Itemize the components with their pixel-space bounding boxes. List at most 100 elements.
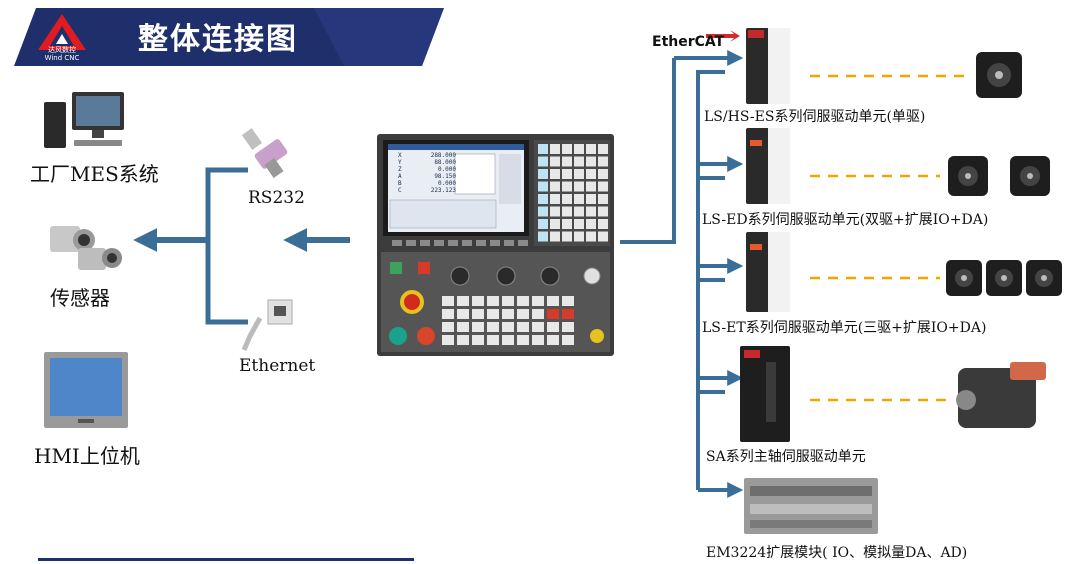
operator-key[interactable] bbox=[457, 335, 469, 345]
label-unit-em3224: EM3224扩展模块( IO、模拟量DA、AD) bbox=[706, 545, 968, 561]
keypad-key[interactable] bbox=[538, 169, 548, 179]
operator-key[interactable] bbox=[547, 322, 559, 332]
operator-key[interactable] bbox=[532, 322, 544, 332]
operator-key[interactable] bbox=[457, 309, 469, 319]
keypad-key[interactable] bbox=[550, 194, 560, 204]
keypad-key[interactable] bbox=[586, 181, 596, 192]
keypad-key[interactable] bbox=[562, 156, 572, 167]
operator-key[interactable] bbox=[487, 309, 499, 319]
operator-key[interactable] bbox=[547, 309, 559, 319]
logo-icon bbox=[38, 14, 86, 50]
keypad-key[interactable] bbox=[550, 219, 560, 229]
operator-key[interactable] bbox=[562, 296, 574, 306]
keypad bbox=[538, 144, 608, 242]
keypad-key[interactable] bbox=[562, 144, 572, 154]
operator-key[interactable] bbox=[517, 296, 529, 306]
keypad-key[interactable] bbox=[550, 169, 560, 179]
operator-key[interactable] bbox=[502, 322, 514, 332]
keypad-key[interactable] bbox=[574, 181, 584, 192]
keypad-key[interactable] bbox=[562, 231, 572, 242]
keypad-key[interactable] bbox=[550, 156, 560, 167]
operator-key[interactable] bbox=[517, 309, 529, 319]
keypad-key[interactable] bbox=[538, 144, 548, 154]
computer-icon bbox=[44, 92, 124, 148]
keypad-key[interactable] bbox=[574, 219, 584, 229]
keypad-key[interactable] bbox=[598, 194, 608, 204]
keypad-key[interactable] bbox=[586, 156, 596, 167]
operator-key[interactable] bbox=[442, 309, 454, 319]
operator-key[interactable] bbox=[502, 335, 514, 345]
operator-key[interactable] bbox=[532, 335, 544, 345]
keypad-key[interactable] bbox=[586, 194, 596, 204]
keypad-key[interactable] bbox=[538, 206, 548, 217]
keypad-key[interactable] bbox=[574, 156, 584, 167]
keypad-key[interactable] bbox=[574, 144, 584, 154]
operator-key[interactable] bbox=[457, 296, 469, 306]
keypad-key[interactable] bbox=[598, 144, 608, 154]
operator-key[interactable] bbox=[547, 335, 559, 345]
keypad-key[interactable] bbox=[586, 231, 596, 242]
keypad-key[interactable] bbox=[598, 181, 608, 192]
operator-key[interactable] bbox=[532, 296, 544, 306]
drive-unit-ed bbox=[746, 128, 790, 204]
servo-motor-icon bbox=[986, 260, 1022, 296]
operator-key[interactable] bbox=[517, 335, 529, 345]
operator-key[interactable] bbox=[562, 322, 574, 332]
keypad-key[interactable] bbox=[586, 206, 596, 217]
keypad-key[interactable] bbox=[550, 181, 560, 192]
operator-key[interactable] bbox=[442, 322, 454, 332]
operator-key[interactable] bbox=[472, 309, 484, 319]
label-sensor: 传感器 bbox=[50, 286, 110, 310]
keypad-key[interactable] bbox=[586, 169, 596, 179]
keypad-key[interactable] bbox=[550, 144, 560, 154]
operator-key[interactable] bbox=[517, 322, 529, 332]
operator-key[interactable] bbox=[442, 335, 454, 345]
operator-key[interactable] bbox=[472, 322, 484, 332]
operator-key[interactable] bbox=[487, 335, 499, 345]
keypad-key[interactable] bbox=[538, 181, 548, 192]
keypad-key[interactable] bbox=[574, 231, 584, 242]
keypad-key[interactable] bbox=[550, 231, 560, 242]
keypad-key[interactable] bbox=[562, 219, 572, 229]
keypad-key[interactable] bbox=[598, 219, 608, 229]
operator-key[interactable] bbox=[562, 335, 574, 345]
keypad-key[interactable] bbox=[562, 181, 572, 192]
operator-key[interactable] bbox=[472, 296, 484, 306]
servo-motor-icon bbox=[948, 156, 988, 196]
keypad-key[interactable] bbox=[562, 206, 572, 217]
keypad-key[interactable] bbox=[574, 194, 584, 204]
cnc-axis-name: Y bbox=[398, 159, 402, 166]
keypad-key[interactable] bbox=[598, 169, 608, 179]
operator-key[interactable] bbox=[547, 296, 559, 306]
operator-key[interactable] bbox=[457, 322, 469, 332]
rs232-connector-icon bbox=[241, 128, 288, 178]
label-unit-es: LS/HS-ES系列伺服驱动单元(单驱) bbox=[704, 109, 926, 125]
keypad-key[interactable] bbox=[598, 156, 608, 167]
keypad-key[interactable] bbox=[586, 144, 596, 154]
keypad-key[interactable] bbox=[538, 194, 548, 204]
keypad-key[interactable] bbox=[538, 156, 548, 167]
keypad-key[interactable] bbox=[538, 219, 548, 229]
operator-key[interactable] bbox=[502, 309, 514, 319]
servo-motor-icon bbox=[976, 52, 1022, 98]
operator-key[interactable] bbox=[502, 296, 514, 306]
keypad-key[interactable] bbox=[550, 206, 560, 217]
label-hmi: HMI上位机 bbox=[34, 444, 140, 468]
operator-key[interactable] bbox=[532, 309, 544, 319]
keypad-key[interactable] bbox=[538, 231, 548, 242]
keypad-key[interactable] bbox=[574, 169, 584, 179]
operator-key[interactable] bbox=[487, 296, 499, 306]
keypad-key[interactable] bbox=[598, 231, 608, 242]
keypad-key[interactable] bbox=[586, 219, 596, 229]
keypad-key[interactable] bbox=[562, 194, 572, 204]
operator-key[interactable] bbox=[562, 309, 574, 319]
keypad-key[interactable] bbox=[562, 169, 572, 179]
operator-key[interactable] bbox=[442, 296, 454, 306]
keypad-key[interactable] bbox=[574, 206, 584, 217]
operator-key[interactable] bbox=[487, 322, 499, 332]
operator-key[interactable] bbox=[472, 335, 484, 345]
keypad-key[interactable] bbox=[598, 206, 608, 217]
label-ethercat: EtherCAT bbox=[652, 34, 725, 50]
